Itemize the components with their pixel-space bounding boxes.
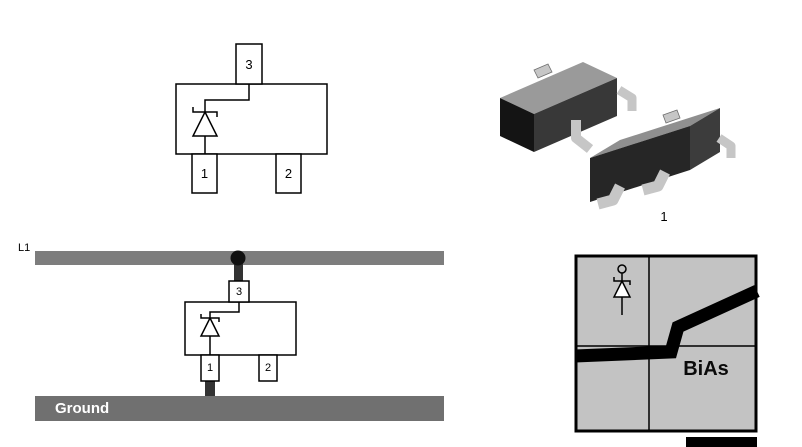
package-a-lead-tab-icon (533, 63, 553, 79)
mounting-pin1-label: 1 (206, 362, 214, 374)
package-b-lead3-icon (716, 134, 736, 158)
marking-code-label: BiAs (683, 357, 729, 380)
mounting-pin2-label: 2 (264, 362, 272, 374)
schematic-outline (175, 43, 328, 194)
schematic-pin3-label: 3 (245, 56, 253, 72)
package-b-lead2-icon (641, 169, 670, 196)
schematic-pin1-pad (191, 153, 218, 194)
trace-junction-dot (230, 250, 246, 266)
mounting-package-body (184, 301, 297, 356)
mounting-cathode-wire (209, 302, 240, 318)
package-a-right-lead-icon (616, 86, 637, 111)
mounting-pin3-label: 3 (235, 285, 243, 298)
mounting-pin1-pad (200, 354, 220, 382)
package-a-gullwing-lead-icon (571, 120, 594, 153)
schematic-pin1-label: 1 (200, 166, 209, 181)
ground-label: Ground (55, 400, 110, 417)
schematic-pin2-pad (275, 153, 302, 194)
bottom-black-bar (686, 437, 757, 447)
package-b-end-face (690, 108, 720, 170)
package-a-top-face (500, 62, 617, 114)
schematic-pin2-label: 2 (284, 166, 293, 181)
package-pin1-label: 1 (660, 208, 668, 224)
package-b-lead-tab-icon (662, 109, 681, 124)
pin1-ground-connector (205, 381, 215, 396)
package-b-lead1-icon (596, 183, 625, 210)
ground-trace-bar (35, 396, 444, 421)
mounting-pin2-pad (258, 354, 278, 382)
mounting-pin3-pad (228, 280, 250, 303)
net-l1-label: L1 (18, 242, 31, 254)
marking-diagram (574, 254, 760, 447)
marking-trace-band (574, 285, 760, 363)
marking-outline-square (574, 254, 758, 433)
schematic-pin3-pad (235, 43, 263, 85)
package-a-front-face (534, 78, 617, 152)
package-3d-illustration (500, 62, 736, 210)
package-a-end-face (500, 98, 534, 152)
mounting-diagram (35, 250, 444, 421)
schematic-package-body (175, 83, 328, 155)
pin3-trace-connector (234, 258, 243, 282)
schematic-cathode-wire (204, 84, 250, 112)
package-b-top-face (590, 108, 720, 158)
package-b-front-face (590, 126, 690, 202)
